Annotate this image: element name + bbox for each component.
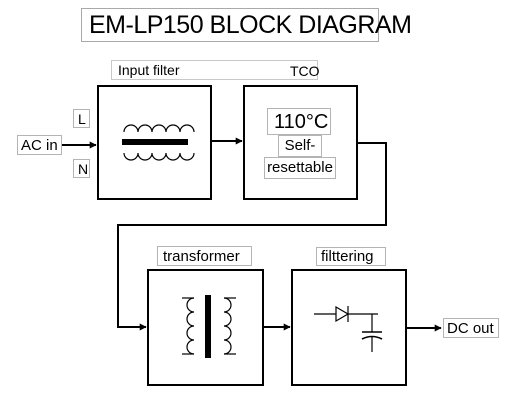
diode-capacitor-symbol-icon [314,305,383,352]
tco-temperature: 110°C [267,108,331,135]
tco-note: Self- resettable [258,134,342,179]
tco-note-line2: resettable [264,157,336,179]
filtering-label: filttering [316,247,386,266]
transformer-label: transformer [157,246,252,266]
tco-label: TCO [264,60,320,80]
tco-to-transformer-arrow [117,142,387,331]
input-filter-label: Input filter [111,60,265,80]
neutral-terminal-label: N [73,159,90,178]
line-terminal-label: L [73,109,90,128]
diagram-title: EM-LP150 BLOCK DIAGRAM [81,8,412,42]
choke-symbol-icon [122,124,195,161]
ac-in-label: AC in [17,135,62,155]
tco-note-line1: Self- [277,135,323,157]
filtering-block [291,269,407,386]
dc-out-label: DC out [443,318,499,338]
transformer-symbol-icon [182,295,236,358]
